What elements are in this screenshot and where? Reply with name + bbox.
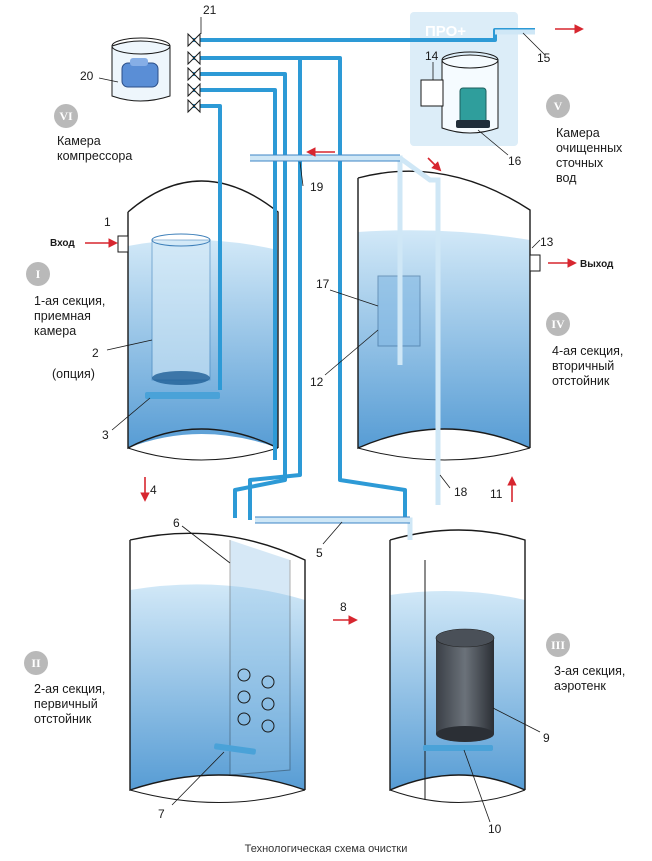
badge-iv: IV xyxy=(546,312,570,336)
valve-block-21 xyxy=(187,32,201,114)
tank-section-3 xyxy=(389,529,526,803)
tank-2-outline xyxy=(129,532,306,791)
tank-section-4 xyxy=(357,170,531,461)
num-18: 18 xyxy=(454,485,468,499)
num-15: 15 xyxy=(537,51,551,65)
tank-section-1 xyxy=(127,180,279,461)
insert-bottom-grid xyxy=(152,371,210,385)
tank-2-water xyxy=(130,584,305,790)
badge-vi: VI xyxy=(54,104,78,128)
num-21: 21 xyxy=(203,3,217,17)
num-2: 2 xyxy=(92,346,99,360)
svg-text:IV: IV xyxy=(551,317,565,331)
num-5: 5 xyxy=(316,546,323,560)
label-option: (опция) xyxy=(52,367,95,381)
num-17: 17 xyxy=(316,277,330,291)
transfer-pipes xyxy=(250,29,535,540)
label-outlet: Выход xyxy=(580,259,614,270)
pump-16 xyxy=(459,87,487,125)
num-14: 14 xyxy=(425,49,439,63)
pro-plus-badge: ПРО+ xyxy=(425,23,466,40)
inlet-flange xyxy=(117,235,129,253)
num-6: 6 xyxy=(173,516,180,530)
partition-6 xyxy=(229,540,291,776)
tank-3-outline xyxy=(389,529,526,792)
num-8: 8 xyxy=(340,600,347,614)
compressor-chamber xyxy=(111,37,171,102)
label-inlet: Вход xyxy=(50,238,75,249)
svg-text:I: I xyxy=(36,267,41,281)
svg-text:III: III xyxy=(551,638,565,652)
outlet-flange xyxy=(529,254,541,272)
badge-iii: III xyxy=(546,633,570,657)
num-19: 19 xyxy=(310,180,324,194)
leader-lines xyxy=(98,17,546,823)
num-10: 10 xyxy=(488,822,502,836)
figure-caption: Технологическая схема очистки xyxy=(245,843,408,855)
receiving-insert xyxy=(151,239,211,381)
badge-v: V xyxy=(546,94,570,118)
label-treated-chamber: Камера очищенных сточных вод xyxy=(556,126,626,185)
badge-i: I xyxy=(26,262,50,286)
arrow-chamber-v xyxy=(427,157,442,172)
label-compressor-chamber: Камера компрессора xyxy=(57,134,132,163)
label-section-1: 1-ая секция, приемная камера xyxy=(34,294,109,338)
aerator-10 xyxy=(423,745,493,751)
label-section-3: 3-ая секция, аэротенк xyxy=(554,664,629,693)
tank-section-2 xyxy=(129,532,306,803)
num-16: 16 xyxy=(508,154,522,168)
num-7: 7 xyxy=(158,807,165,821)
num-20: 20 xyxy=(80,69,94,83)
num-9: 9 xyxy=(543,731,550,745)
bio-media-9 xyxy=(436,638,494,734)
num-11: 11 xyxy=(490,487,503,501)
svg-text:VI: VI xyxy=(59,109,73,123)
svg-text:II: II xyxy=(31,656,41,670)
callout-numbers: 1 2 3 4 5 6 7 8 9 10 11 12 13 14 15 16 1… xyxy=(80,3,554,836)
num-4: 4 xyxy=(150,483,157,497)
tank-1-outline xyxy=(127,180,279,450)
svg-text:V: V xyxy=(554,99,563,113)
aerator-7 xyxy=(214,743,256,755)
num-12: 12 xyxy=(310,375,324,389)
aerator-3 xyxy=(145,392,220,399)
label-section-2: 2-ая секция, первичный отстойник xyxy=(34,682,109,726)
badge-ii: II xyxy=(24,651,48,675)
num-1: 1 xyxy=(104,215,111,229)
treated-water-chamber xyxy=(420,51,499,134)
label-section-4: 4-ая секция, вторичный отстойник xyxy=(552,344,627,388)
num-13: 13 xyxy=(540,235,554,249)
compressor-20 xyxy=(121,62,159,88)
flow-arrows xyxy=(85,24,584,625)
float-switch-14 xyxy=(420,79,444,107)
num-3: 3 xyxy=(102,428,109,442)
